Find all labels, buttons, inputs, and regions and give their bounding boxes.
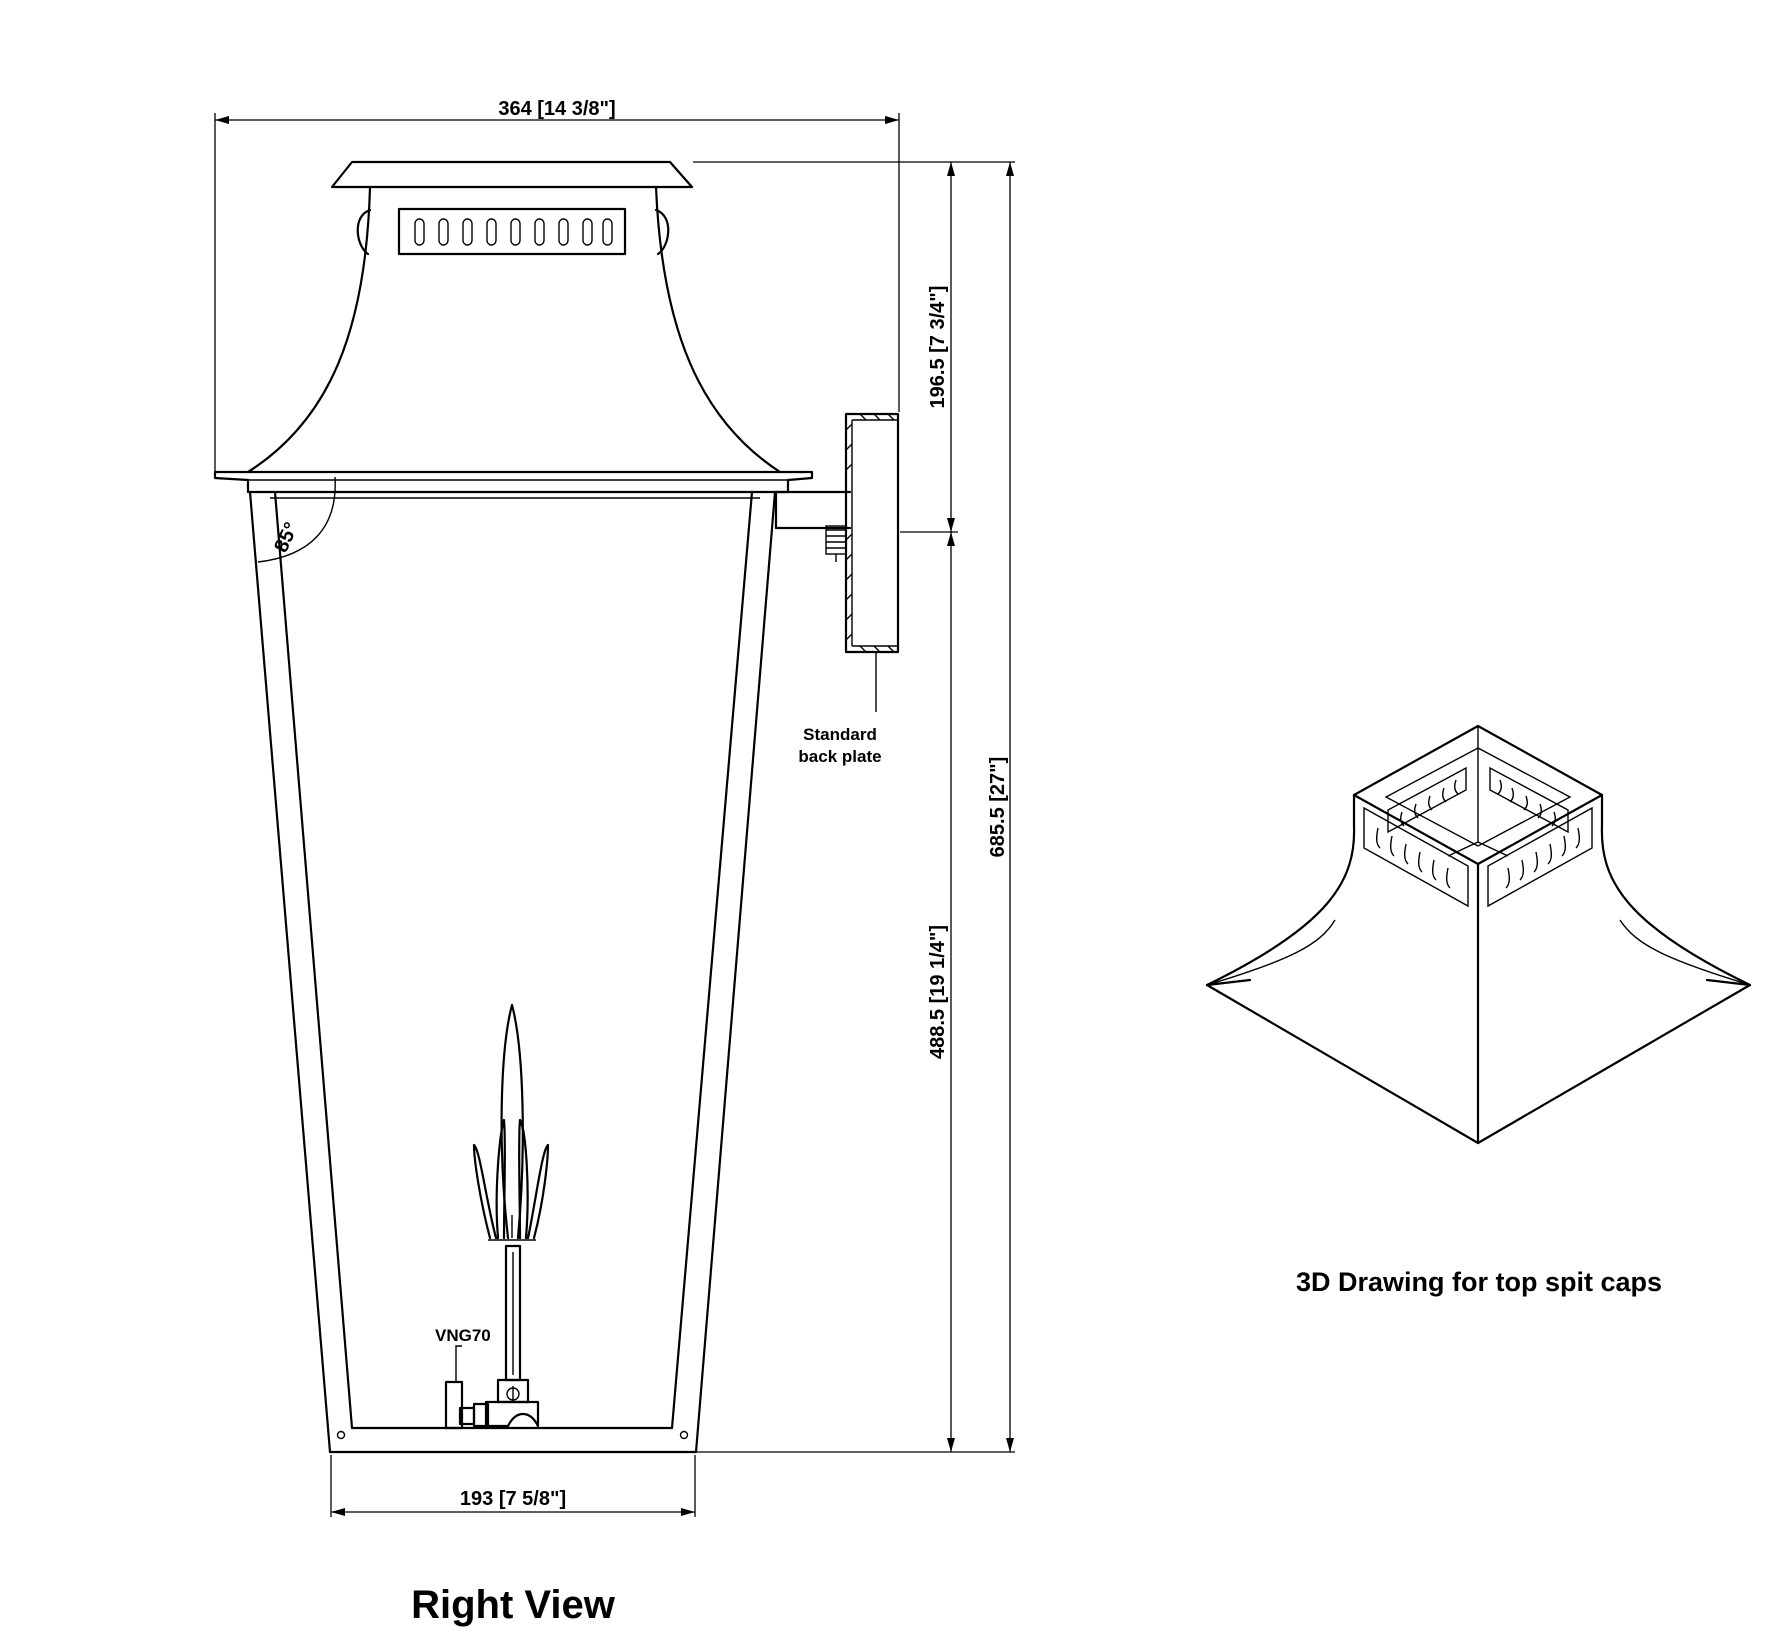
vent-slots (414, 218, 613, 246)
spit-cap-caption: 3D Drawing for top spit caps (1296, 1267, 1662, 1297)
back-plate-label-line1: Standard (803, 725, 877, 744)
valve-label: VNG70 (435, 1326, 491, 1345)
wall-bracket (774, 412, 900, 712)
dim-total-height-label: 685.5 [27"] (987, 757, 1009, 858)
view-title: Right View (411, 1583, 616, 1627)
dim-top-width-label: 364 [14 3/8"] (498, 98, 615, 120)
back-plate-label-line2: back plate (798, 747, 881, 766)
spit-cap-3d (1205, 724, 1752, 1145)
dim-top-height-label: 196.5 [7 3/4"] (927, 286, 949, 409)
dim-total-height (1006, 162, 1014, 1452)
top-cap (213, 160, 814, 499)
dim-top-height (947, 162, 955, 532)
dim-lower-height-label: 488.5 [19 1/4"] (927, 925, 949, 1059)
dim-bottom-width (330, 1455, 696, 1517)
dim-lower-height (947, 532, 955, 1452)
lantern-right-view: 85° Standard back plate (213, 98, 1015, 1627)
lantern-body (248, 490, 777, 1454)
dim-top-width (214, 113, 900, 472)
cap-slots (1375, 779, 1581, 889)
dim-bottom-width-label: 193 [7 5/8"] (460, 1488, 566, 1510)
burner-assembly (444, 1003, 550, 1430)
